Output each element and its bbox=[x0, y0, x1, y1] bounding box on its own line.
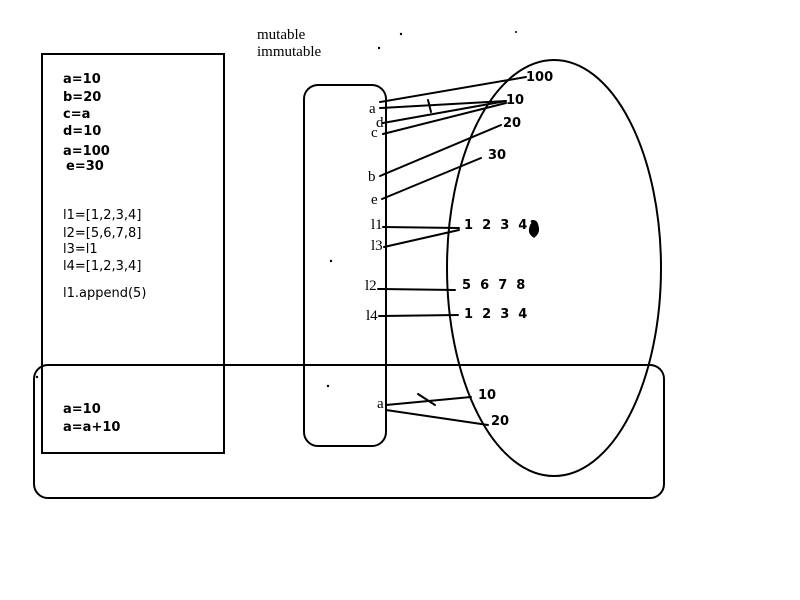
line-a-100 bbox=[379, 76, 527, 103]
stray-dot bbox=[377, 46, 381, 50]
bottom-box bbox=[33, 364, 665, 499]
var-l2: l2 bbox=[365, 278, 377, 294]
code-line: l4=[1,2,3,4] bbox=[63, 259, 141, 274]
var-l3: l3 bbox=[371, 238, 383, 254]
line-l4-list bbox=[378, 314, 459, 317]
line-l1-list bbox=[382, 226, 460, 229]
obj-list-2: 5 6 7 8 bbox=[462, 278, 525, 293]
code-lines-a: a=10 b=20 c=a d=10 a=100 e=30 bbox=[63, 72, 110, 174]
obj-30: 30 bbox=[488, 148, 506, 163]
var-a-bottom: a bbox=[377, 396, 384, 412]
code-line: l3=l1 bbox=[63, 242, 98, 257]
stray-dot bbox=[329, 259, 333, 263]
code-line: l1=[1,2,3,4] bbox=[63, 208, 141, 223]
var-b: b bbox=[368, 169, 376, 185]
obj-20: 20 bbox=[503, 116, 521, 131]
code-line: c=a bbox=[63, 107, 90, 122]
code-line: a=100 bbox=[63, 144, 110, 159]
stray-dot bbox=[515, 31, 517, 33]
code-line: a=10 bbox=[63, 72, 101, 87]
variables-box bbox=[303, 84, 387, 447]
var-e: e bbox=[371, 192, 378, 208]
obj-list-3: 1 2 3 4 bbox=[464, 307, 527, 322]
bottom-code-line: a=10 bbox=[63, 402, 101, 417]
cut-mark bbox=[427, 99, 432, 113]
objects-ellipse bbox=[446, 59, 662, 477]
code-line: b=20 bbox=[63, 90, 101, 105]
cut-mark-bottom bbox=[417, 393, 436, 406]
obj-10: 10 bbox=[506, 93, 524, 108]
line-c-10 bbox=[382, 102, 507, 135]
code-line: l1.append(5) bbox=[63, 286, 146, 301]
code-box bbox=[41, 53, 225, 454]
scribble-mark bbox=[528, 220, 540, 238]
obj-bottom-20: 20 bbox=[491, 414, 509, 429]
legend-immutable: immutable bbox=[257, 44, 321, 60]
line-d-10 bbox=[382, 100, 507, 124]
line-a-10 bbox=[379, 100, 507, 109]
obj-100: 100 bbox=[526, 70, 553, 85]
obj-bottom-10: 10 bbox=[478, 388, 496, 403]
stray-dot bbox=[326, 384, 330, 388]
legend-mutable: mutable bbox=[257, 27, 306, 43]
line-b-20 bbox=[379, 124, 502, 177]
var-c: c bbox=[371, 125, 378, 141]
line-a-bottom-20 bbox=[385, 409, 489, 426]
var-l1: l1 bbox=[371, 217, 383, 233]
line-l3-list bbox=[383, 229, 460, 248]
code-lines-b: l1=[1,2,3,4] l2=[5,6,7,8] l3=l1 l4=[1,2,… bbox=[63, 208, 146, 301]
var-l4: l4 bbox=[366, 308, 378, 324]
code-line: d=10 bbox=[63, 124, 101, 139]
stray-dot bbox=[35, 375, 39, 379]
var-a: a bbox=[369, 101, 376, 117]
code-line: l2=[5,6,7,8] bbox=[63, 226, 141, 241]
obj-list-1: 1 2 3 4 bbox=[464, 218, 527, 233]
var-d: d bbox=[376, 115, 384, 131]
bottom-code-line: a=a+10 bbox=[63, 420, 120, 435]
line-e-30 bbox=[381, 157, 482, 200]
stray-dot bbox=[399, 32, 403, 36]
code-line: e=30 bbox=[66, 159, 104, 174]
line-l2-list bbox=[377, 288, 456, 291]
reference-lines bbox=[377, 76, 527, 426]
